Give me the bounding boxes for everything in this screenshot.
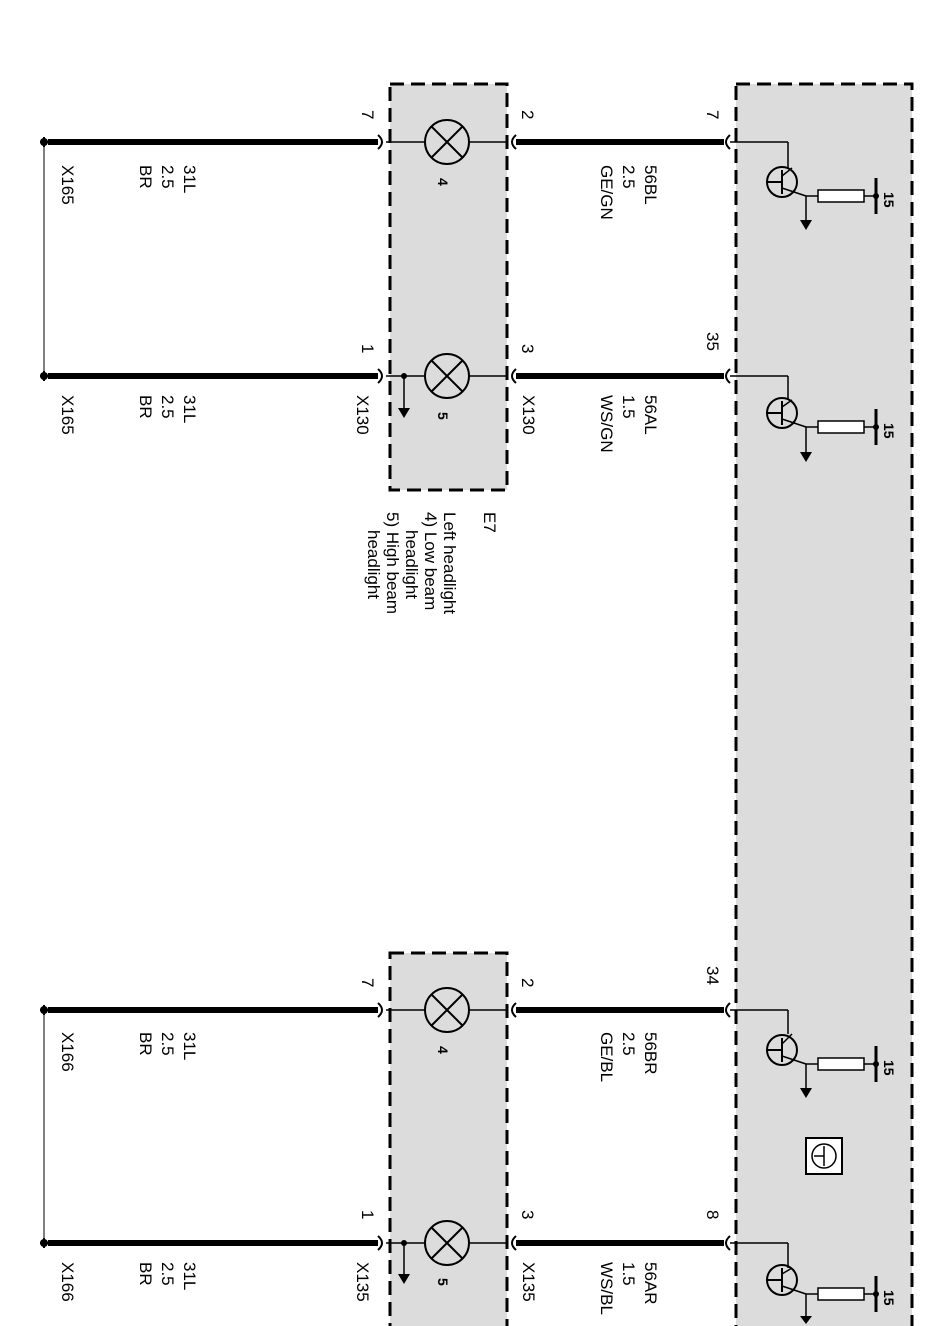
circuit-left-low-beam bbox=[40, 119, 789, 168]
module-pin-number: 35 bbox=[703, 332, 722, 351]
svg-text:2.5: 2.5 bbox=[158, 1262, 177, 1286]
terminal-label: 15 bbox=[881, 423, 897, 439]
arrow-down-icon bbox=[800, 1316, 812, 1324]
ground-point-label: X166 bbox=[58, 1262, 77, 1302]
pin-number: 2 bbox=[518, 110, 537, 119]
terminal-label: 15 bbox=[881, 1290, 897, 1306]
lamp-number: 5 bbox=[435, 1278, 451, 1286]
arrow-down-icon bbox=[800, 1088, 812, 1098]
transistor-driver-4 bbox=[766, 1264, 879, 1324]
wire-label-56BR: 56BR 2.5 GE/BL bbox=[597, 1032, 660, 1082]
svg-text:31L: 31L bbox=[180, 395, 199, 423]
connector-pin-icon bbox=[725, 134, 731, 150]
module-pin-number: 34 bbox=[703, 966, 722, 985]
connector-label: X135 bbox=[519, 1262, 538, 1302]
connector-label: X130 bbox=[353, 395, 372, 435]
pin-number: 7 bbox=[358, 978, 377, 987]
arrow-down-icon bbox=[398, 1274, 410, 1284]
svg-text:1.5: 1.5 bbox=[619, 1262, 638, 1286]
ground-terminal-dot bbox=[40, 138, 48, 146]
circuit-left-high-beam bbox=[40, 353, 789, 418]
circuit-right-low-beam bbox=[40, 987, 789, 1034]
svg-text:GE/BL: GE/BL bbox=[597, 1032, 616, 1082]
wire-label-56AL: 56AL 1.5 WS/GN bbox=[597, 395, 660, 453]
svg-text:WS/BL: WS/BL bbox=[597, 1262, 616, 1315]
svg-text:BR: BR bbox=[136, 1032, 155, 1056]
svg-text:BR: BR bbox=[136, 1262, 155, 1286]
ground-point-label: X165 bbox=[58, 165, 77, 205]
lamp-number: 5 bbox=[435, 412, 451, 420]
arrow-down-icon bbox=[800, 452, 812, 462]
lamp-number: 4 bbox=[435, 178, 451, 186]
resistor-icon bbox=[817, 1287, 865, 1301]
svg-text:56AR: 56AR bbox=[641, 1262, 660, 1305]
pin-number: 3 bbox=[518, 1210, 537, 1219]
connector-pin-icon bbox=[511, 134, 517, 150]
svg-text:31L: 31L bbox=[180, 165, 199, 193]
module-symbol-icon bbox=[805, 1137, 843, 1175]
ground-point-label: X165 bbox=[58, 395, 77, 435]
control-module-box bbox=[734, 82, 914, 1326]
pin-number: 1 bbox=[358, 344, 377, 353]
circuit-right-high-beam bbox=[40, 1220, 789, 1284]
pin-number: 2 bbox=[518, 978, 537, 987]
component-title: Left headlight bbox=[440, 512, 459, 614]
left-headlight-housing bbox=[388, 82, 509, 492]
wire-label-31L-4: 31L 2.5 BR bbox=[136, 1262, 199, 1290]
resistor-icon bbox=[817, 1057, 865, 1071]
svg-text:2.5: 2.5 bbox=[158, 165, 177, 189]
pin-number: 7 bbox=[358, 110, 377, 119]
svg-text:2.5: 2.5 bbox=[619, 165, 638, 189]
transistor-driver-2 bbox=[766, 397, 879, 462]
wire-label-56BL: 56BL 2.5 GE/GN bbox=[597, 165, 660, 220]
pin-number: 1 bbox=[358, 1210, 377, 1219]
wire-label-31L-1: 31L 2.5 BR bbox=[136, 165, 199, 193]
transistor-driver-1 bbox=[766, 166, 879, 230]
svg-text:BR: BR bbox=[136, 395, 155, 419]
svg-text:56BR: 56BR bbox=[641, 1032, 660, 1075]
svg-text:2.5: 2.5 bbox=[158, 1032, 177, 1056]
svg-text:31L: 31L bbox=[180, 1262, 199, 1290]
arrow-down-icon bbox=[800, 220, 812, 230]
svg-text:headlight: headlight bbox=[402, 530, 421, 599]
svg-text:31L: 31L bbox=[180, 1032, 199, 1060]
svg-text:GE/GN: GE/GN bbox=[597, 165, 616, 220]
wire-label-31L-2: 31L 2.5 BR bbox=[136, 395, 199, 423]
component-caption-e7: E7 Left headlight 4) Low beam headlight … bbox=[364, 512, 499, 614]
right-headlight-housing bbox=[388, 951, 509, 1326]
module-pin-number: 7 bbox=[703, 110, 722, 119]
component-id: E7 bbox=[480, 512, 499, 533]
transistor-driver-3 bbox=[766, 1033, 879, 1098]
terminal-label: 15 bbox=[881, 192, 897, 208]
connector-pin-icon bbox=[377, 134, 383, 150]
svg-text:2.5: 2.5 bbox=[158, 395, 177, 419]
lamp-number: 4 bbox=[435, 1046, 451, 1054]
resistor-icon bbox=[817, 420, 865, 434]
svg-text:4) Low beam: 4) Low beam bbox=[421, 512, 440, 610]
ground-point-label: X166 bbox=[58, 1032, 77, 1072]
svg-text:5) High beam: 5) High beam bbox=[383, 512, 402, 614]
module-pin-number: 8 bbox=[703, 1210, 722, 1219]
svg-text:1.5: 1.5 bbox=[619, 395, 638, 419]
svg-text:56AL: 56AL bbox=[641, 395, 660, 435]
connector-label: X135 bbox=[353, 1262, 372, 1302]
svg-text:WS/GN: WS/GN bbox=[597, 395, 616, 453]
terminal-label: 15 bbox=[881, 1060, 897, 1076]
svg-text:56BL: 56BL bbox=[641, 165, 660, 205]
connector-label: X130 bbox=[519, 395, 538, 435]
resistor-icon bbox=[817, 189, 865, 203]
wire-label-31L-3: 31L 2.5 BR bbox=[136, 1032, 199, 1060]
svg-text:BR: BR bbox=[136, 165, 155, 189]
svg-text:2.5: 2.5 bbox=[619, 1032, 638, 1056]
svg-text:headlight: headlight bbox=[364, 530, 383, 599]
arrow-down-icon bbox=[398, 408, 410, 418]
pin-number: 3 bbox=[518, 344, 537, 353]
wire-label-56AR: 56AR 1.5 WS/BL bbox=[597, 1262, 660, 1315]
